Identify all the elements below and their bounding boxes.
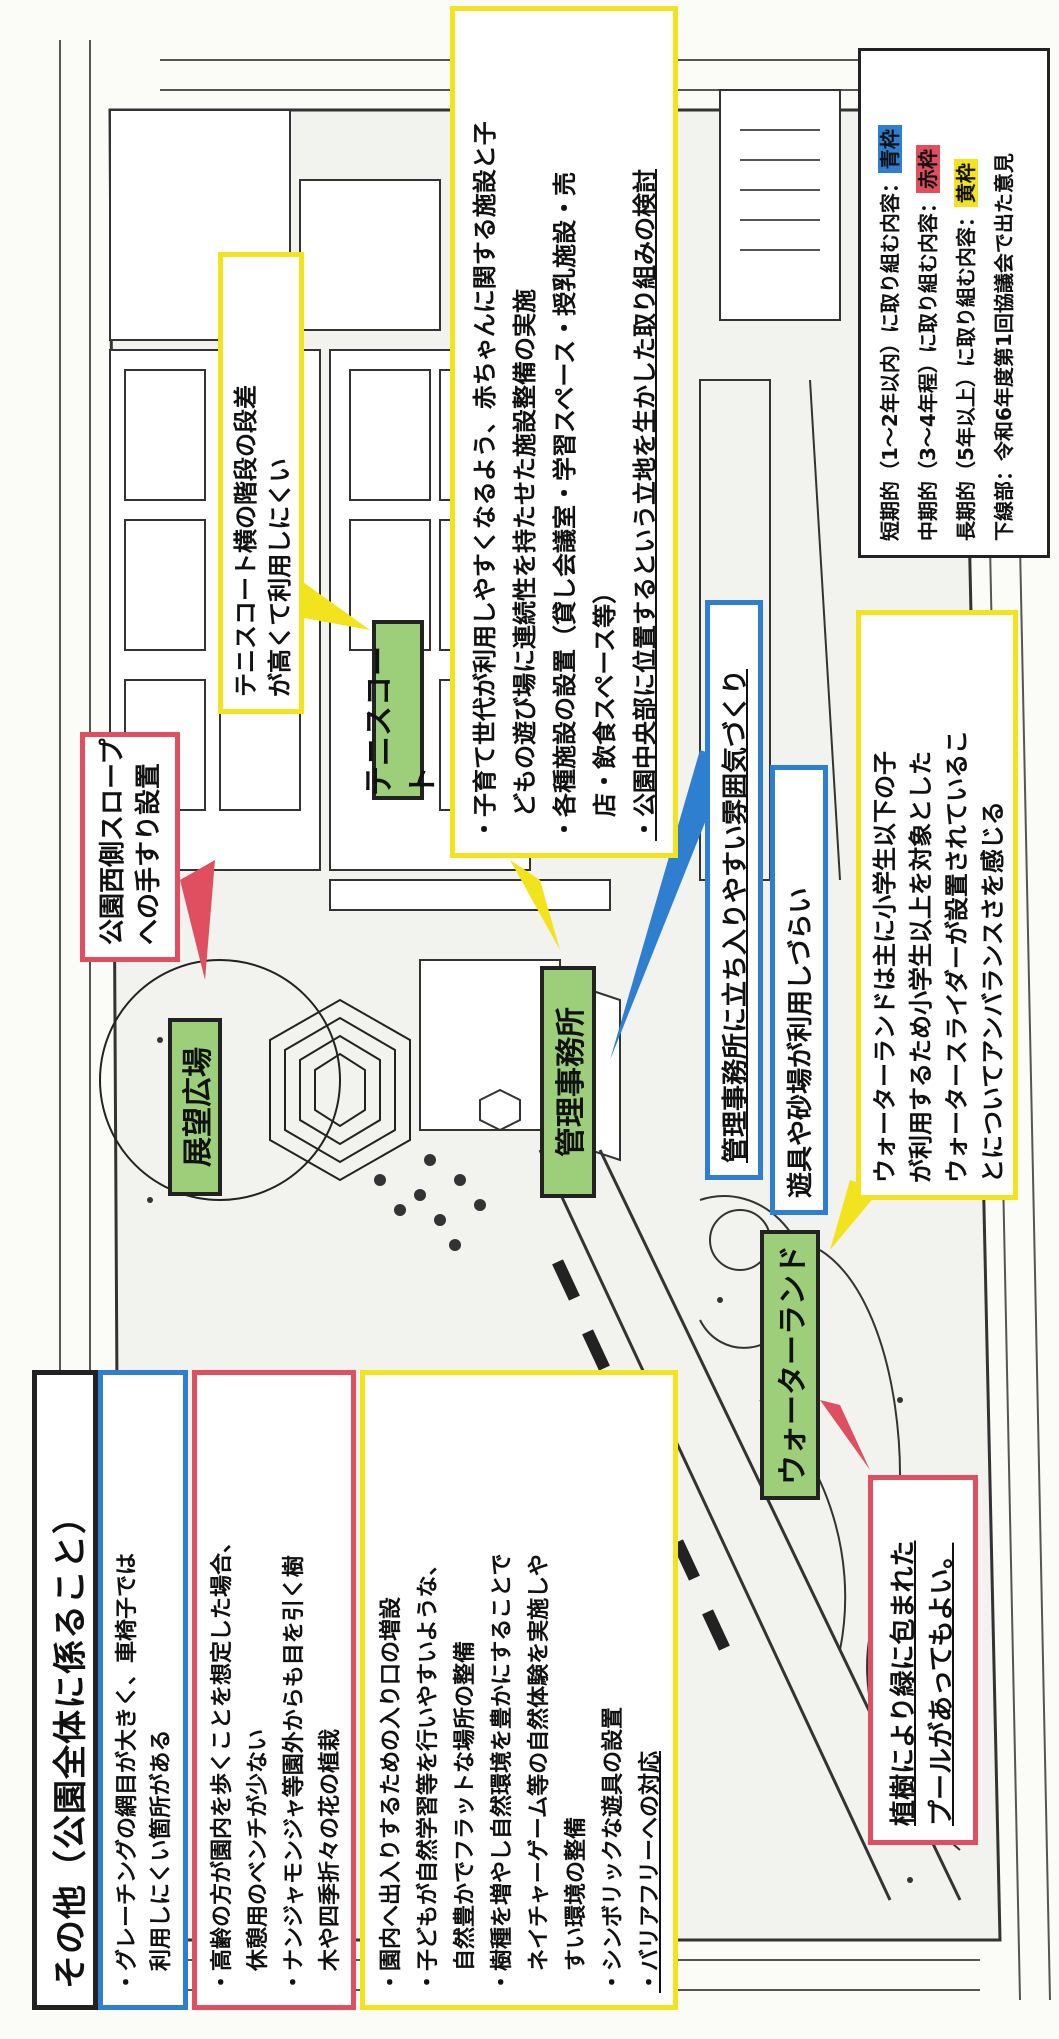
other-red-box: ・高齢の方が園内を歩くことを想定した場合、 休憩用のベンチが少ない ・ナンジャモ… (192, 1370, 356, 2010)
label-water-land: ウォーターランド (760, 1230, 820, 1500)
legend-row-mid: 中期的（3〜4年程）に取り組む内容：赤枠 (909, 65, 947, 541)
callout-office-long-term: ・子育て世代が利用しやすくなるよう、赤ちゃんに関する施設と子 どもの遊び場に連続… (450, 6, 678, 858)
legend-row-long: 長期的（5年以上）に取り組む内容：黄枠 (947, 65, 985, 541)
callout-office-atmosphere: 管理事務所に立ち入りやすい雰囲気づくり (705, 600, 763, 1180)
other-title: その他（公園全体に係ること） (32, 1370, 98, 2010)
legend-box: 短期的（1〜2年以内）に取り組む内容：青枠 中期的（3〜4年程）に取り組む内容：… (858, 48, 1050, 558)
other-blue-box: ・グレーチングの網目が大きく、車椅子では 利用しにくい箇所がある (98, 1370, 188, 2010)
legend-tag-yellow: 黄枠 (954, 159, 978, 208)
other-yellow-box: ・園内へ出入りするための入り口の増設 ・子どもが自然学習等を行いやすいような、 … (360, 1370, 678, 2010)
label-observation-plaza: 展望広場 (168, 1018, 222, 1196)
callout-playground: 遊具や砂場が利用しづらい (770, 765, 828, 1215)
label-management-office: 管理事務所 (540, 966, 596, 1198)
legend-tag-blue: 青枠 (878, 125, 902, 174)
callout-green-pool: 植樹により緑に包まれた プールがあってもよい。 (868, 1475, 978, 1845)
legend-tag-red: 赤枠 (916, 145, 940, 194)
callout-water-slider: ウォーターランドは主に小学生以下の子 が利用するため小学生以上を対象とした ウォ… (856, 610, 1018, 1200)
callout-west-slope: 公園西側スロープ への手すり設置 (80, 732, 180, 962)
legend-row-short: 短期的（1〜2年以内）に取り組む内容：青枠 (871, 65, 909, 541)
label-tennis-court: テニスコート (362, 620, 441, 800)
callout-tennis-steps: テニスコート横の階段の段差 が高くて利用しにくい (218, 252, 304, 714)
legend-note: 下線部：令和6年度第1回協議会で出た意見 (992, 153, 1016, 541)
